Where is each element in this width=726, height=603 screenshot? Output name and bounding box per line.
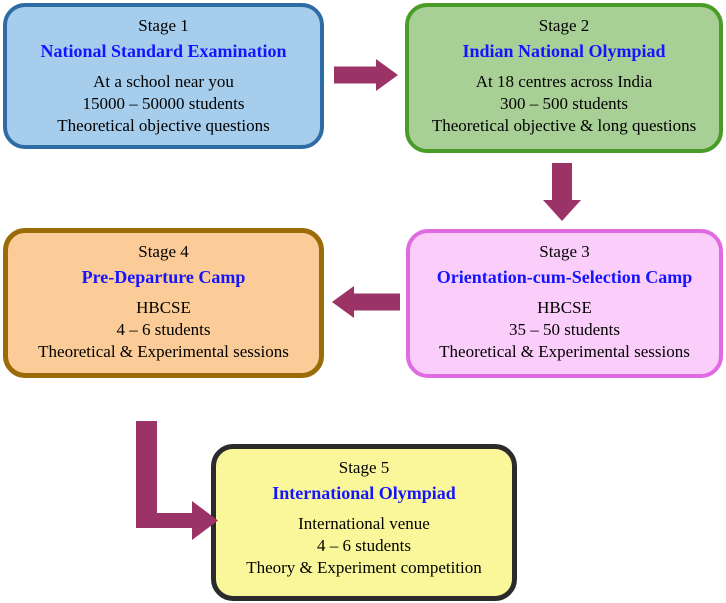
stage-5-details: International venue 4 – 6 students Theor…: [246, 513, 482, 579]
stage-2-number: Stage 2: [538, 16, 590, 35]
arrow-stage2-to-stage3: [543, 163, 581, 221]
arrow-head: [332, 286, 354, 318]
arrow-stage4-to-stage5: [130, 415, 225, 545]
arrow-stage1-to-stage2: [334, 58, 398, 92]
stage-4-detail-line: 4 – 6 students: [116, 320, 211, 340]
stage-3-detail-line: Theoretical & Experimental sessions: [439, 342, 690, 362]
stage-1-details: At a school near you 15000 – 50000 stude…: [57, 71, 269, 137]
stage-1-detail-line: Theoretical objective questions: [57, 116, 270, 136]
stage-1-number: Stage 1: [138, 16, 189, 35]
stage-2-details: At 18 centres across India 300 – 500 stu…: [432, 71, 696, 137]
stage-2-detail-line: Theoretical objective & long questions: [431, 116, 697, 136]
stage-3-detail-line: 35 – 50 students: [509, 320, 620, 340]
stage-1-detail-line: 15000 – 50000 students: [82, 94, 245, 114]
stage-4-detail-line: Theoretical & Experimental sessions: [38, 342, 289, 362]
stage-5-number: Stage 5: [338, 458, 390, 477]
stage-4-details: HBCSE 4 – 6 students Theoretical & Exper…: [38, 297, 289, 363]
stage-3-number: Stage 3: [539, 242, 590, 261]
stage-5-detail-line: 4 – 6 students: [317, 536, 411, 556]
stage-5-box[interactable]: Stage 5 International Olympiad Internati…: [211, 444, 517, 601]
stage-5-detail-line: International venue: [298, 514, 430, 534]
stage-3-detail-line: HBCSE: [537, 298, 592, 318]
arrow-shaft: [334, 66, 378, 84]
stage-5-detail-line: Theory & Experiment competition: [246, 558, 482, 578]
stage-1-title: National Standard Examination: [40, 41, 287, 62]
stage-2-box[interactable]: Stage 2 Indian National Olympiad At 18 c…: [405, 3, 723, 153]
arrow-shaft: [552, 163, 572, 202]
arrow-head: [376, 59, 398, 91]
arrow-head: [543, 200, 581, 221]
stage-3-title: Orientation-cum-Selection Camp: [436, 267, 693, 288]
arrow-stage3-to-stage4: [332, 285, 400, 319]
stage-2-title: Indian National Olympiad: [462, 41, 666, 62]
stage-1-box[interactable]: Stage 1 National Standard Examination At…: [3, 3, 324, 149]
elbow-arrow-path: [136, 421, 218, 540]
stage-4-detail-line: HBCSE: [136, 298, 191, 318]
stage-4-title: Pre-Departure Camp: [81, 267, 246, 288]
arrow-shaft: [354, 293, 400, 311]
elbow-arrow-svg: [136, 421, 218, 540]
stage-5-title: International Olympiad: [272, 483, 456, 504]
stage-2-detail-line: 300 – 500 students: [500, 94, 628, 114]
stage-3-box[interactable]: Stage 3 Orientation-cum-Selection Camp H…: [406, 229, 723, 378]
stage-4-number: Stage 4: [138, 242, 189, 261]
stage-1-detail-line: At a school near you: [93, 72, 234, 92]
stage-4-box[interactable]: Stage 4 Pre-Departure Camp HBCSE 4 – 6 s…: [3, 228, 324, 378]
stage-3-details: HBCSE 35 – 50 students Theoretical & Exp…: [439, 297, 690, 363]
stage-2-detail-line: At 18 centres across India: [475, 72, 653, 92]
